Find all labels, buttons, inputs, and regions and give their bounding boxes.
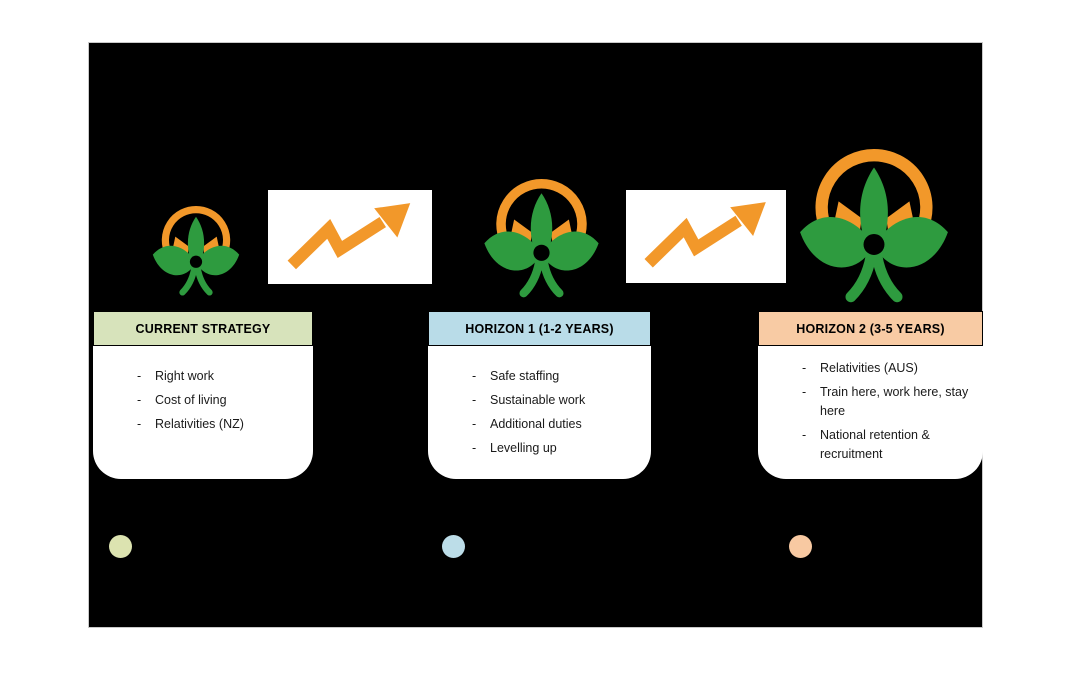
bullet-text: Additional duties	[490, 417, 582, 431]
bullet-item: -Safe staffing	[428, 367, 651, 386]
card-bullet-list: -Relativities (AUS)-Train here, work her…	[758, 346, 983, 479]
bullet-dash: -	[472, 441, 477, 455]
lotus-person-logo-large	[795, 149, 953, 303]
lotus-person-logo-small	[151, 206, 241, 296]
growth-arrow-icon	[278, 198, 422, 277]
milestone-dot-current-strategy	[109, 535, 132, 558]
bullet-dash: -	[472, 417, 477, 431]
milestone-dot-horizon-2	[789, 535, 812, 558]
card-horizon-1: HORIZON 1 (1-2 YEARS) -Safe staffing-Sus…	[428, 311, 651, 479]
card-bullet-list: -Right work-Cost of living-Relativities …	[93, 346, 313, 479]
growth-arrow-icon	[636, 197, 777, 275]
bullet-text: Train here, work here, stay here	[820, 385, 969, 418]
bullet-dash: -	[137, 393, 142, 407]
bullet-text: Right work	[155, 369, 215, 383]
bullet-text: Relativities (NZ)	[155, 417, 244, 431]
bullet-item: -Relativities (NZ)	[93, 415, 313, 434]
bullet-dash: -	[472, 393, 477, 407]
growth-arrow-box	[268, 190, 432, 284]
bullet-text: Safe staffing	[490, 369, 560, 383]
bullet-dash: -	[802, 428, 807, 442]
bullet-dash: -	[802, 361, 807, 375]
bullet-text: National retention & recruitment	[820, 428, 930, 461]
lotus-person-logo-medium	[478, 179, 605, 298]
card-horizon-2: HORIZON 2 (3-5 YEARS) -Relativities (AUS…	[758, 311, 983, 479]
bullet-item: -Train here, work here, stay here	[758, 383, 983, 421]
bullet-text: Levelling up	[490, 441, 557, 455]
bullet-dash: -	[802, 385, 807, 399]
bullet-dash: -	[137, 417, 142, 431]
growth-arrow-box	[626, 190, 786, 283]
bullet-item: -Right work	[93, 367, 313, 386]
bullet-item: -Relativities (AUS)	[758, 359, 983, 378]
bullet-item: -Cost of living	[93, 391, 313, 410]
bullet-item: -Levelling up	[428, 439, 651, 458]
card-header: CURRENT STRATEGY	[93, 311, 313, 346]
card-header: HORIZON 1 (1-2 YEARS)	[428, 311, 651, 346]
bullet-item: -Additional duties	[428, 415, 651, 434]
bullet-text: Relativities (AUS)	[820, 361, 918, 375]
bullet-item: -National retention & recruitment	[758, 426, 983, 464]
card-header: HORIZON 2 (3-5 YEARS)	[758, 311, 983, 346]
card-bullet-list: -Safe staffing-Sustainable work-Addition…	[428, 346, 651, 479]
bullet-dash: -	[137, 369, 142, 383]
black-panel: CURRENT STRATEGY -Right work-Cost of liv…	[88, 42, 983, 628]
bullet-item: -Sustainable work	[428, 391, 651, 410]
bullet-dash: -	[472, 369, 477, 383]
card-current-strategy: CURRENT STRATEGY -Right work-Cost of liv…	[93, 311, 313, 479]
bullet-text: Sustainable work	[490, 393, 586, 407]
milestone-dot-horizon-1	[442, 535, 465, 558]
bullet-text: Cost of living	[155, 393, 227, 407]
